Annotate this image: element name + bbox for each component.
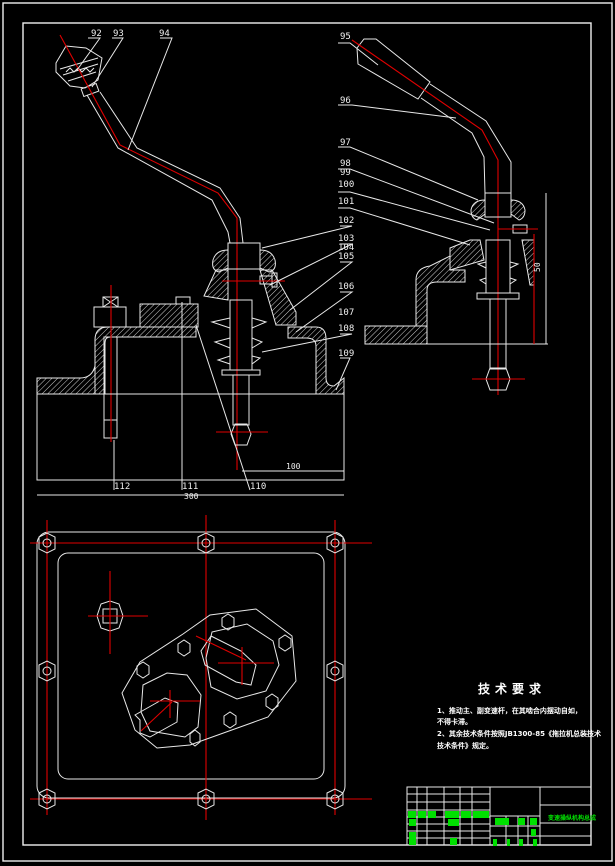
drawing-name: 变速操纵机构总成	[548, 815, 597, 822]
label-102: 102	[338, 216, 354, 226]
shaft	[229, 299, 253, 371]
tech-requirements-title: 技术要求	[478, 682, 547, 696]
label-95: 95	[340, 32, 351, 42]
label-107: 107	[338, 308, 354, 318]
left-section-view: 300 100 92 93 94 102 103 104 105 106 107…	[36, 29, 354, 501]
dim-overall-width: 300	[184, 492, 199, 501]
label-109: 109	[338, 349, 354, 359]
label-92: 92	[91, 29, 102, 39]
shift-lever-left-edge	[86, 94, 231, 244]
tech-requirement-line: 不得卡滞。	[437, 718, 472, 726]
bolt-holes	[38, 532, 344, 810]
label-97: 97	[340, 138, 351, 148]
label-94: 94	[159, 29, 170, 39]
tech-requirement-line: 2、其余技术条件按照JB1300-85《拖拉机总装技术	[437, 730, 601, 738]
label-103: 103	[338, 234, 354, 244]
label-110: 110	[250, 482, 266, 492]
spring	[210, 317, 268, 365]
label-106: 106	[338, 282, 354, 292]
label-104: 104	[338, 243, 354, 253]
label-98: 98	[340, 159, 351, 169]
label-100: 100	[338, 180, 354, 190]
dim-vertical: 50	[533, 262, 542, 272]
right-view: 50 95 96 97 98 99 100 101	[338, 32, 548, 395]
shift-knob	[55, 45, 103, 89]
lever-centerline	[59, 34, 238, 470]
dim-offset: 100	[286, 462, 301, 471]
cover-plate	[139, 303, 199, 328]
inner-frame	[22, 22, 592, 846]
title-block	[406, 786, 592, 846]
label-112: 112	[114, 482, 130, 492]
label-101: 101	[338, 197, 354, 207]
gearbox-base	[36, 393, 345, 481]
tech-requirement-line: 1、推动主、副变速杆，在其啮合内摆动自如，	[437, 707, 582, 715]
label-99: 99	[340, 168, 351, 178]
label-111: 111	[182, 482, 198, 492]
shift-knob-right	[356, 38, 431, 100]
label-96: 96	[340, 96, 351, 106]
selector-housing	[121, 608, 297, 749]
label-108: 108	[338, 324, 354, 334]
label-105: 105	[338, 252, 354, 262]
tech-requirement-line: 技术条件》规定。	[437, 742, 493, 750]
shift-lever-right-edge	[99, 91, 244, 244]
label-93: 93	[113, 29, 124, 39]
plan-view	[30, 515, 372, 820]
cover-outline	[36, 531, 346, 799]
